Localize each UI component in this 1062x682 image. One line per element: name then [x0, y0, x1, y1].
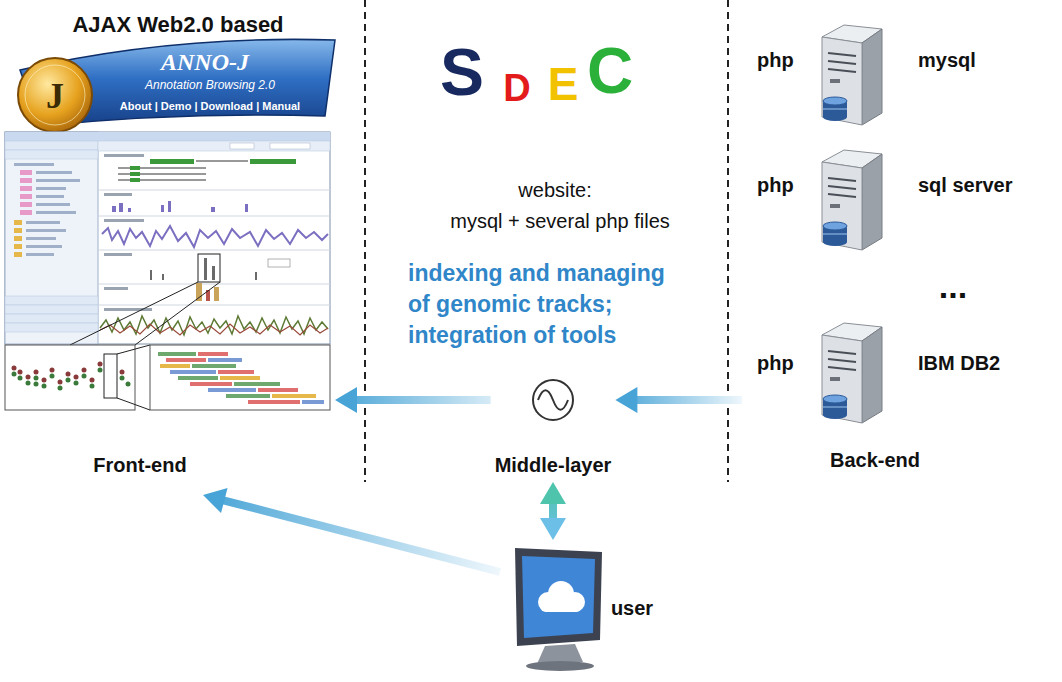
flow-arrow [335, 387, 491, 413]
database-server: php sql server [750, 140, 1050, 250]
column-divider [727, 0, 729, 482]
flow-arrow [203, 488, 500, 572]
server-icons [822, 25, 882, 423]
arrow-shaft [549, 502, 557, 520]
browser-screenshot [5, 132, 330, 344]
website-note: mysql + several php files [450, 210, 670, 233]
database-name: IBM DB2 [918, 352, 1000, 375]
arrow-shaft [355, 396, 491, 404]
arrow-head [540, 518, 566, 540]
middle-layer-hub: Middle-layer [491, 376, 616, 482]
back-end-panel: Back-endphpmysqlphpsql serverphpIBM DB2 [742, 15, 1057, 482]
column-heading: AJAX Web2.0 based [72, 12, 283, 37]
sdec-letter: C [587, 39, 633, 103]
flow-arrow [540, 482, 566, 540]
language-label: php [757, 174, 794, 197]
tier-label: Middle-layer [495, 454, 612, 477]
monitor-icon [515, 548, 602, 671]
user-label: user [611, 597, 653, 620]
arrow-head [615, 387, 637, 413]
ellipsis-mark: ... [939, 269, 967, 303]
database-name: sql server [918, 174, 1013, 197]
user-terminal: user [500, 540, 690, 672]
logo-name: ANNO-J [161, 50, 249, 74]
arrow-head [540, 482, 566, 504]
signal-symbol [533, 380, 573, 420]
logo-letter: J [46, 78, 64, 114]
logo-subtitle: Annotation Browsing 2.0 [145, 79, 275, 93]
tier-label: Back-end [830, 449, 920, 472]
zoom-panels [5, 282, 330, 410]
database-server: php mysql [750, 15, 1050, 125]
website-note: website: [518, 179, 591, 202]
language-label: php [757, 352, 794, 375]
front-end-panel: Front-end [3, 130, 335, 495]
database-server: php IBM DB2 [750, 313, 1050, 423]
feature-note: indexing and managing of genomic tracks;… [408, 258, 683, 351]
arrow-head [203, 488, 228, 513]
language-label: php [757, 49, 794, 72]
arrow-shaft [222, 500, 500, 572]
anno-j-logo [18, 39, 335, 132]
sdec-letter: S [440, 39, 484, 105]
sdec-letter: D [503, 69, 530, 107]
logo-menu: About | Demo | Download | Manual [120, 100, 300, 113]
arrow-head [335, 387, 357, 413]
flow-arrow [615, 387, 742, 413]
arrow-shaft [635, 396, 742, 404]
database-name: mysql [918, 49, 976, 72]
sdec-letter: E [548, 61, 579, 107]
tier-label: Front-end [93, 454, 186, 477]
column-divider [364, 0, 366, 482]
